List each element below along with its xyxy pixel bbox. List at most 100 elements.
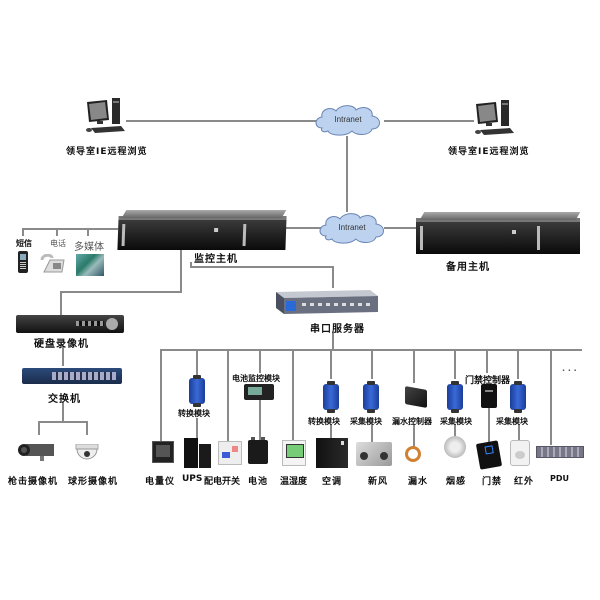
- device-label-door: 门禁: [482, 477, 503, 487]
- card-reader-icon: [475, 440, 503, 470]
- link-cams-h: [38, 421, 88, 423]
- link-serial-bus-v: [332, 332, 334, 350]
- link-notify-phone: [56, 228, 58, 236]
- link-main-dvr-h: [60, 291, 182, 293]
- intranet-label-mid: Intranet: [338, 223, 366, 232]
- dvr-device: [16, 315, 124, 333]
- drop-pdu: [550, 349, 552, 445]
- drop-convert1: [196, 349, 198, 375]
- drop-convert1-ups: [196, 418, 198, 440]
- device-label-ups: UPS: [182, 474, 203, 484]
- network-switch: [22, 368, 122, 384]
- device-label-infrared: 红外: [514, 477, 535, 487]
- drop-temp: [292, 349, 294, 441]
- link-main-cloud: [286, 227, 322, 229]
- fresh-air-unit-icon: [356, 442, 392, 466]
- drop-collect2-smoke: [454, 424, 456, 436]
- link-main-dvr-v: [180, 246, 182, 292]
- drop-door-ctrl: [486, 349, 488, 373]
- device-label-battery: 电池: [248, 477, 269, 487]
- link-main-notify: [22, 228, 118, 230]
- link-cloud-backup: [384, 227, 416, 229]
- collect-module-1-label: 采集模块: [350, 417, 382, 426]
- leak-controller-label: 漏水控制器: [392, 417, 432, 426]
- intranet-cloud-mid: Intranet: [316, 210, 388, 246]
- drop-leak: [413, 349, 415, 383]
- media-label: 多媒体: [74, 242, 104, 253]
- dvr-label: 硬盘录像机: [34, 339, 89, 350]
- breaker-switch-icon: [218, 441, 242, 465]
- device-label-air-conditioner: 空调: [322, 477, 343, 487]
- cloud-icon: [319, 213, 384, 244]
- dome-camera-icon: [74, 443, 100, 466]
- collect-module-2-icon: [447, 381, 463, 413]
- drop-meter: [160, 349, 162, 441]
- drop-convert2-ac: [330, 424, 332, 438]
- smoke-detector-icon: [444, 436, 466, 458]
- device-label-fresh-air: 新风: [368, 477, 389, 487]
- drop-collect1: [371, 349, 373, 379]
- intranet-cloud-top: Intranet: [312, 102, 384, 138]
- link-dvr-switch: [62, 346, 64, 366]
- desk-phone-icon: [40, 253, 66, 274]
- link-notify-media: [87, 228, 89, 236]
- collect-module-1-icon: [363, 381, 379, 413]
- device-label-smoke: 烟感: [446, 477, 467, 487]
- main-host-top-face: [121, 210, 287, 218]
- device-label-temp-humidity: 温湿度: [280, 477, 308, 487]
- link-dvr-top: [60, 291, 62, 315]
- leak-sensor-cable-icon: [405, 446, 421, 462]
- link-notify-sms: [22, 228, 24, 236]
- serial-server-device: [270, 288, 380, 316]
- backup-host-label: 备用主机: [446, 262, 490, 273]
- infrared-sensor-icon: [510, 440, 530, 466]
- main-host-label: 监控主机: [194, 254, 238, 265]
- link-cam-dome: [86, 421, 88, 435]
- device-label-power-meter: 电量仪: [145, 477, 176, 487]
- battery-icon: [248, 437, 268, 464]
- intranet-label-top: Intranet: [334, 115, 362, 124]
- door-controller-icon: [481, 384, 497, 408]
- battery-monitor-module-icon: [244, 384, 274, 400]
- main-host-server: [117, 216, 287, 250]
- link-switch-cams: [62, 402, 64, 422]
- serial-server-label: 串口服务器: [310, 324, 365, 335]
- multimedia-icon: [76, 254, 104, 276]
- device-label-leak: 漏水: [408, 477, 429, 487]
- drop-convert2: [330, 349, 332, 379]
- ups-icon: [184, 438, 212, 468]
- drop-batt-monitor-batt: [259, 400, 261, 440]
- link-cam-bullet: [38, 421, 40, 435]
- air-conditioner-icon: [316, 438, 348, 468]
- sms-label: 短信: [16, 239, 32, 248]
- leak-controller-icon: [405, 386, 427, 408]
- backup-host-server: [416, 218, 580, 254]
- cloud-icon: [315, 105, 380, 136]
- right-pc-label: 领导室IE远程浏览: [448, 147, 530, 157]
- link-cloud-pc-right: [384, 120, 474, 122]
- drop-door-reader: [488, 408, 490, 442]
- convert-module-1-icon: [189, 375, 205, 407]
- drop-batt-monitor: [259, 349, 261, 373]
- drop-collect2: [454, 349, 456, 379]
- more-devices-ellipsis: · · ·: [562, 366, 577, 375]
- convert-module-1-label: 转换模块: [178, 409, 210, 418]
- battery-monitor-label: 电池监控模块: [232, 374, 280, 383]
- link-serial-top: [332, 266, 334, 288]
- computer-icon-left: [85, 98, 131, 134]
- backup-host-top-face: [419, 212, 581, 220]
- link-main-serial-v: [190, 262, 192, 268]
- left-pc-label: 领导室IE远程浏览: [66, 147, 148, 157]
- bullet-camera-icon: [18, 440, 56, 462]
- collect-module-2-label: 采集模块: [440, 417, 472, 426]
- bullet-camera-label: 枪击摄像机: [8, 477, 59, 487]
- collect-module-3-icon: [510, 381, 526, 413]
- link-pc-left-cloud: [126, 120, 320, 122]
- drop-collect3-ir: [518, 424, 520, 440]
- device-label-pdu: PDU: [550, 474, 569, 483]
- drop-collect3: [517, 349, 519, 379]
- temp-humidity-sensor-icon: [282, 440, 306, 466]
- switch-label: 交换机: [48, 394, 81, 405]
- door-controller-label: 门禁控制器: [465, 376, 511, 386]
- link-cloud-top-cloud-mid: [346, 136, 348, 212]
